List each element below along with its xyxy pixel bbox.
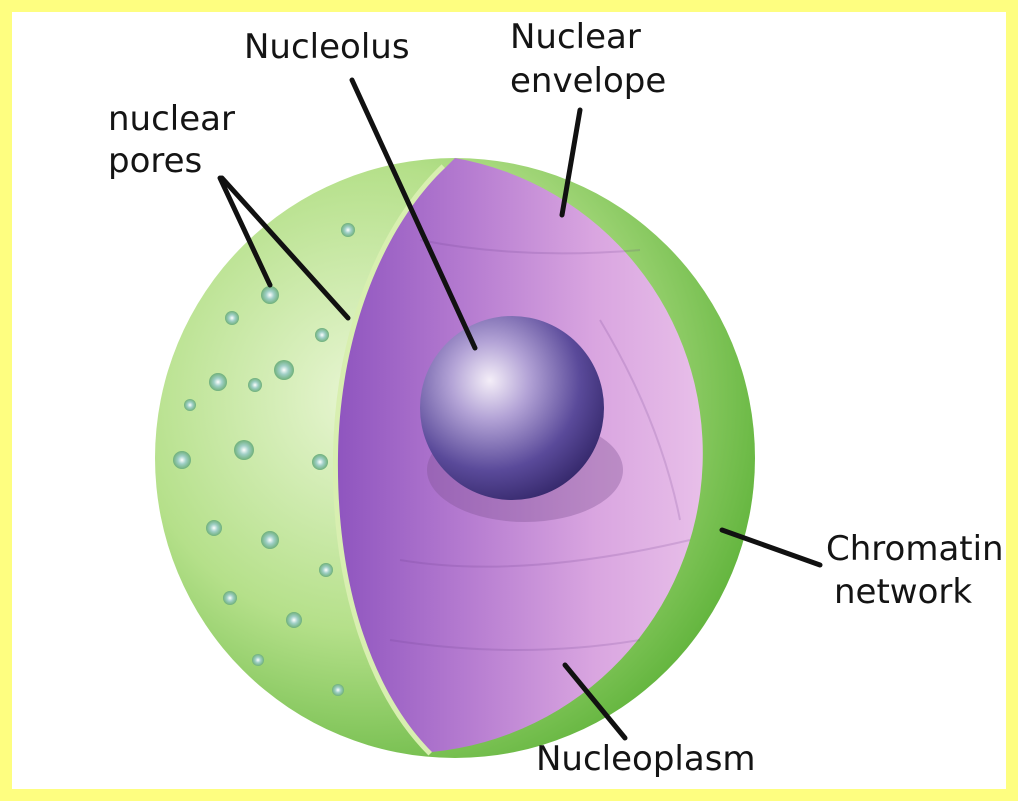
pore xyxy=(234,440,254,460)
pore xyxy=(312,454,328,470)
pore xyxy=(315,328,329,342)
pore xyxy=(261,286,279,304)
pore xyxy=(341,223,355,237)
label-nuclear-pores-line2: pores xyxy=(108,141,202,181)
label-nuclear-envelope-line1: Nuclear xyxy=(510,17,641,57)
pore xyxy=(286,612,302,628)
pore xyxy=(184,399,196,411)
pore xyxy=(209,373,227,391)
label-nuclear-envelope-line2: envelope xyxy=(510,61,666,101)
pore xyxy=(332,684,344,696)
pore xyxy=(225,311,239,325)
label-chromatin-line2: network xyxy=(834,572,972,612)
label-nucleolus: Nucleolus xyxy=(244,27,410,67)
pore xyxy=(274,360,294,380)
pore xyxy=(319,563,333,577)
pore xyxy=(261,531,279,549)
pore xyxy=(248,378,262,392)
pore xyxy=(252,654,264,666)
label-nucleoplasm: Nucleoplasm xyxy=(536,739,756,779)
label-chromatin-line1: Chromatin xyxy=(826,529,1004,569)
pore xyxy=(173,451,191,469)
label-nuclear-pores-line1: nuclear xyxy=(108,99,235,139)
pore xyxy=(206,520,222,536)
nucleolus xyxy=(420,316,604,500)
pore xyxy=(223,591,237,605)
